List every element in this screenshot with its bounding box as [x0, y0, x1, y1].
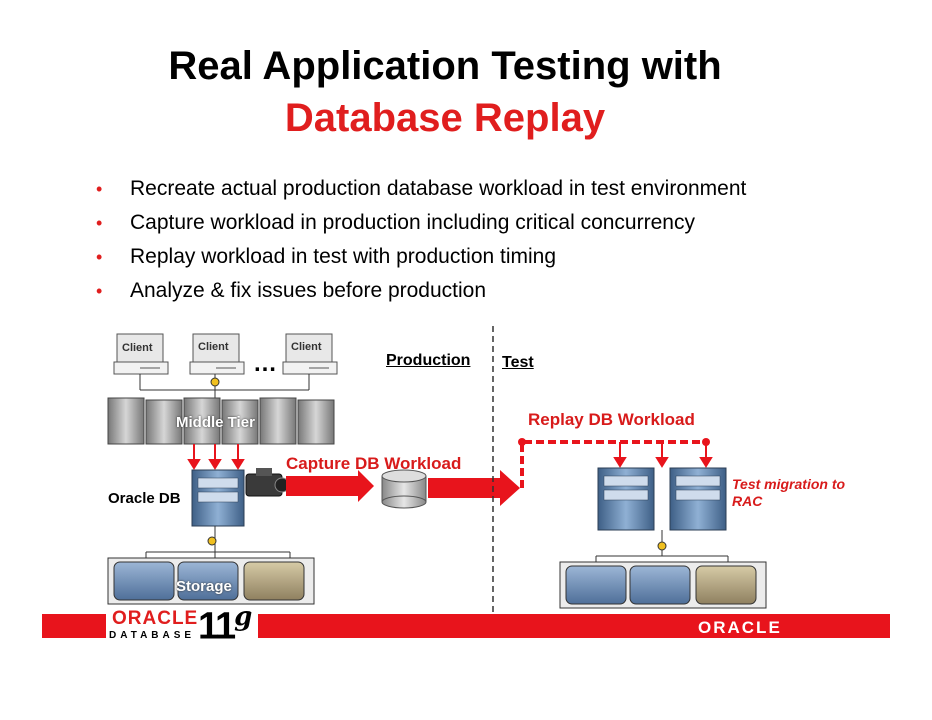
replay-label: Replay DB Workload — [528, 410, 695, 429]
more-clients-ellipsis: … — [253, 350, 277, 377]
capture-files-cylinder — [381, 469, 427, 509]
middle-tier-label: Middle Tier — [176, 414, 255, 431]
client-computer — [189, 333, 245, 375]
bullet-list: Recreate actual production database work… — [96, 172, 746, 308]
middle-tier-servers — [107, 397, 335, 445]
connector-dot — [657, 541, 667, 551]
test-db-server — [669, 467, 727, 531]
bullet-item: Replay workload in test with production … — [96, 240, 746, 274]
capture-arrow — [286, 470, 374, 502]
storage-label: Storage — [176, 578, 232, 595]
version-suffix: g — [234, 602, 253, 632]
bullet-item: Capture workload in production including… — [96, 206, 746, 240]
footer-logo-box — [106, 606, 258, 644]
client-computer — [113, 333, 169, 375]
production-db-server — [191, 469, 245, 527]
title-line-1: Real Application Testing with — [168, 44, 722, 88]
database-text: DATABASE — [109, 630, 196, 641]
client-label: Client — [291, 341, 322, 353]
title-line-2: Database Replay — [284, 96, 606, 140]
client-label: Client — [198, 341, 229, 353]
test-label: Test — [502, 354, 534, 371]
middle-tier-arrows — [187, 444, 245, 470]
oracle-db-label: Oracle DB — [108, 490, 181, 507]
camera-icon — [245, 468, 290, 497]
bullet-item: Analyze & fix issues before production — [96, 274, 746, 308]
connector-dot — [210, 377, 220, 387]
transfer-arrow — [428, 470, 520, 506]
production-label: Production — [386, 352, 471, 369]
version-11g: 11g — [198, 602, 252, 649]
replay-arrows — [613, 442, 713, 468]
oracle-logo: ORACLE — [112, 608, 199, 629]
replay-dot — [518, 438, 526, 446]
version-number: 11 — [198, 605, 236, 648]
test-db-server — [597, 467, 655, 531]
oracle-logo-right: ORACLE — [698, 618, 782, 637]
production-storage — [107, 557, 315, 605]
client-computer — [282, 333, 338, 375]
client-label: Client — [122, 342, 153, 354]
connector-dot — [207, 536, 217, 546]
test-storage — [559, 561, 767, 609]
bullet-item: Recreate actual production database work… — [96, 172, 746, 206]
replay-path — [520, 440, 706, 488]
capture-label: Capture DB Workload — [286, 454, 462, 473]
migration-label: Test migration to RAC — [732, 476, 846, 509]
